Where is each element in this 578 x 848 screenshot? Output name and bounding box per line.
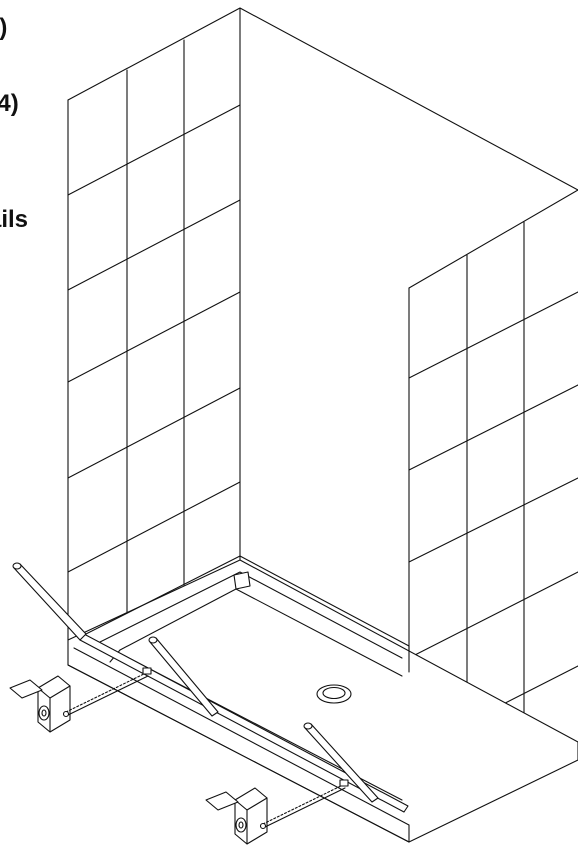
level-tool-icon bbox=[13, 563, 86, 640]
cropped-label-3: ails bbox=[0, 206, 29, 233]
cropped-label-2: 04) bbox=[0, 90, 19, 117]
tape-measure-icon bbox=[206, 780, 348, 844]
tape-measure-icon bbox=[10, 668, 151, 732]
level-tool-icon bbox=[304, 723, 378, 802]
cropped-label-1: 4) bbox=[0, 14, 8, 41]
drain-icon bbox=[317, 685, 351, 703]
back-wall-grout-lines bbox=[68, 40, 240, 612]
back-wall bbox=[68, 8, 578, 640]
level-tool-icon bbox=[149, 637, 218, 716]
